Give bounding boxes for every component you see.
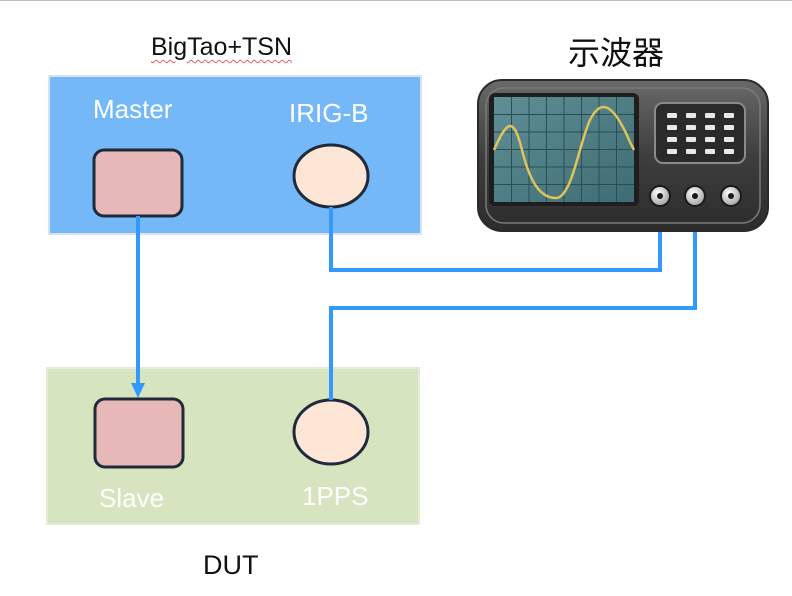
master-label: Master [93, 94, 173, 124]
oscilloscope-icon [477, 79, 769, 232]
pps-port [292, 398, 370, 466]
slave-port [93, 397, 185, 469]
irig-b-label: IRIG-B [289, 98, 369, 128]
master-port [92, 148, 184, 218]
waveform [492, 105, 636, 200]
dut-title: DUT [203, 550, 259, 580]
top-divider [0, 0, 792, 1]
system-title: BigTao+TSN [151, 33, 293, 61]
irig-b-port [292, 143, 370, 209]
oscilloscope-title: 示波器 [568, 34, 665, 72]
slave-label: Slave [99, 483, 165, 513]
wire-irig-b-to-scope [329, 207, 662, 272]
arrowhead-slave [131, 383, 145, 398]
wire-pps-to-scope [329, 214, 697, 400]
pps-label: 1PPS [302, 481, 369, 511]
